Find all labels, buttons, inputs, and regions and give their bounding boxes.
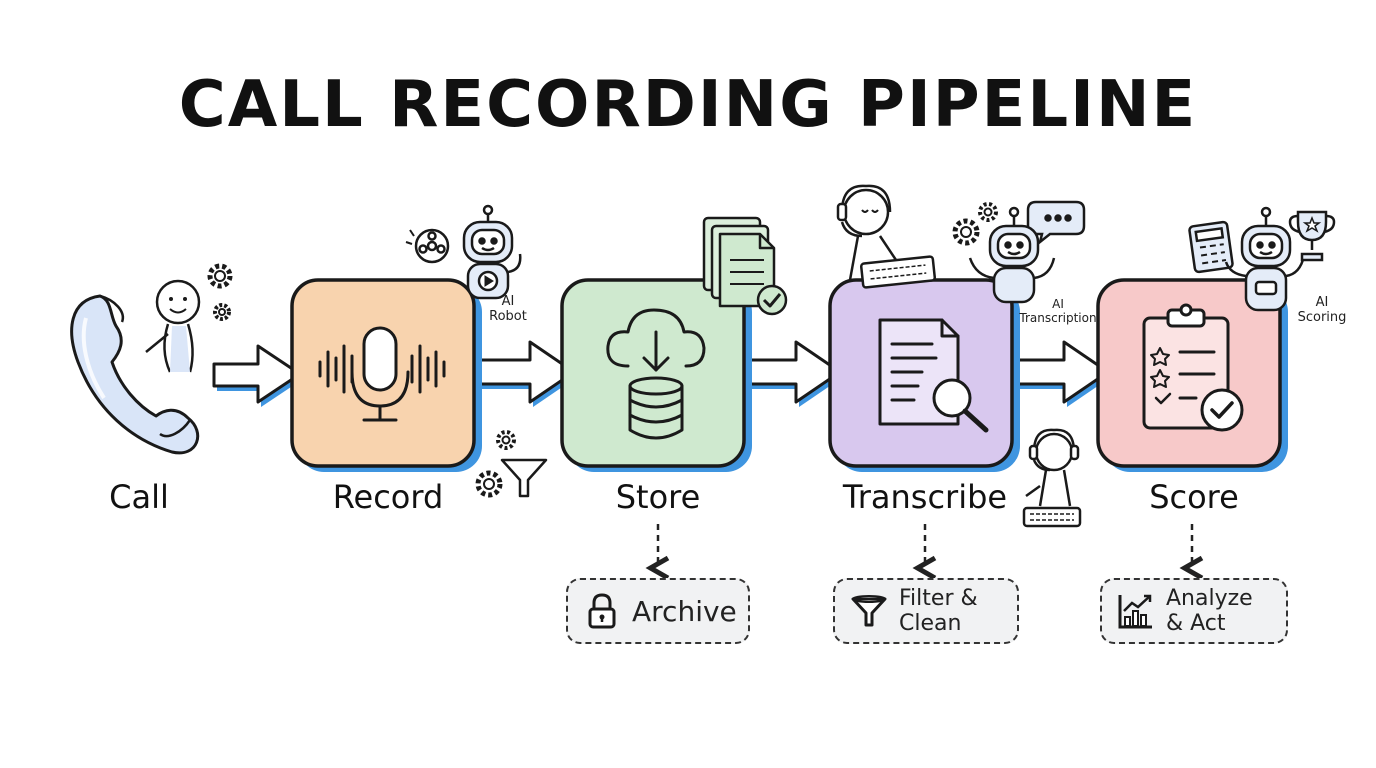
stage-label-store: Store bbox=[615, 478, 701, 516]
chat-bubble-icon bbox=[1026, 200, 1086, 246]
robot-icon bbox=[1224, 206, 1306, 312]
telephone-handset-icon bbox=[70, 294, 200, 455]
trophy-icon bbox=[1288, 210, 1336, 262]
page-title: CALL RECORDING PIPELINE bbox=[178, 68, 1198, 142]
flow-arrow bbox=[1010, 340, 1111, 407]
filter-clean-label: Filter & Clean bbox=[899, 586, 978, 636]
flow-arrow bbox=[742, 340, 843, 407]
funnel-icon bbox=[500, 458, 548, 498]
calculator-icon bbox=[1188, 220, 1234, 274]
gear-icon bbox=[207, 263, 233, 321]
analyze-act-label: Analyze & Act bbox=[1166, 586, 1253, 636]
stage-label-call: Call bbox=[109, 478, 169, 516]
cloud-database-icon bbox=[606, 308, 706, 440]
flow-arrow bbox=[212, 344, 303, 407]
robot-icon bbox=[462, 204, 522, 300]
film-reel-icon bbox=[405, 228, 450, 264]
stage-label-transcribe: Transcribe bbox=[842, 478, 1008, 516]
gear-icon bbox=[475, 430, 516, 498]
person-icon bbox=[145, 279, 201, 373]
padlock-icon bbox=[588, 593, 616, 629]
archive-substep: Archive bbox=[566, 578, 750, 644]
stage-label-score: Score bbox=[1149, 478, 1239, 516]
person-with-headset-icon bbox=[836, 184, 937, 289]
analyze-act-substep: Analyze & Act bbox=[1100, 578, 1288, 644]
person-with-headset-icon bbox=[1022, 428, 1082, 528]
microphone-icon bbox=[318, 326, 446, 422]
flow-arrow bbox=[476, 340, 577, 407]
filter-clean-substep: Filter & Clean bbox=[833, 578, 1019, 644]
stage-label-record: Record bbox=[332, 478, 444, 516]
document-magnifier-icon bbox=[878, 318, 989, 433]
documents-icon bbox=[702, 216, 788, 316]
clipboard-checklist-icon bbox=[1142, 303, 1244, 432]
archive-label: Archive bbox=[632, 594, 737, 628]
funnel-icon bbox=[851, 595, 887, 627]
bar-chart-icon bbox=[1118, 594, 1152, 629]
robot-icon bbox=[968, 206, 1056, 304]
